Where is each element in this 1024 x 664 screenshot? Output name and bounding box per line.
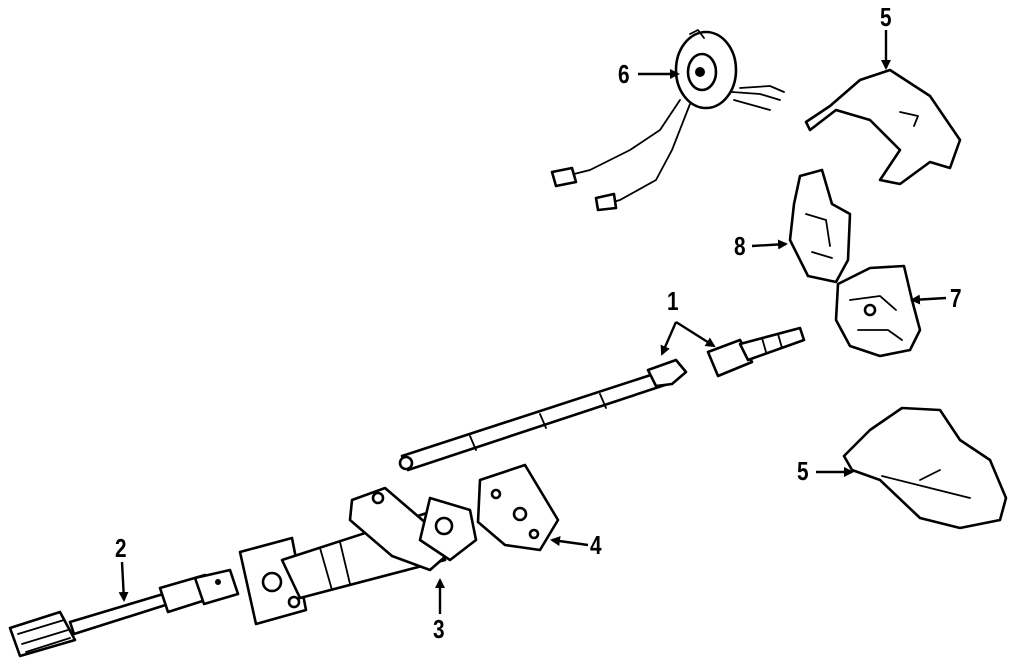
leader-1a [660, 321, 678, 356]
callout-3: 3 [433, 614, 445, 644]
leader-8 [751, 239, 788, 250]
upper-shroud-part [804, 68, 962, 186]
leader-1b [675, 320, 716, 348]
callout-4: 4 [590, 530, 602, 560]
callout-7: 7 [950, 283, 962, 313]
callout-8: 8 [734, 231, 746, 261]
clockspring-part [550, 29, 785, 212]
steering-shaft-part [398, 326, 806, 472]
bracket-plate-part [476, 463, 560, 552]
callout-2: 2 [115, 533, 127, 563]
callout-5-lower: 5 [797, 456, 809, 486]
lock-module-part [788, 168, 852, 284]
switch-housing-part [834, 264, 922, 358]
callout-6: 6 [618, 59, 630, 89]
leader-4 [550, 536, 589, 547]
lower-shroud-part [842, 406, 1008, 530]
leader-7 [910, 294, 947, 305]
callout-5-upper: 5 [880, 2, 892, 32]
leader-lines [118, 30, 947, 614]
intermediate-shaft-part [8, 568, 240, 658]
callout-1: 1 [667, 286, 679, 316]
leader-2 [118, 561, 129, 602]
column-jacket-part [238, 486, 478, 626]
